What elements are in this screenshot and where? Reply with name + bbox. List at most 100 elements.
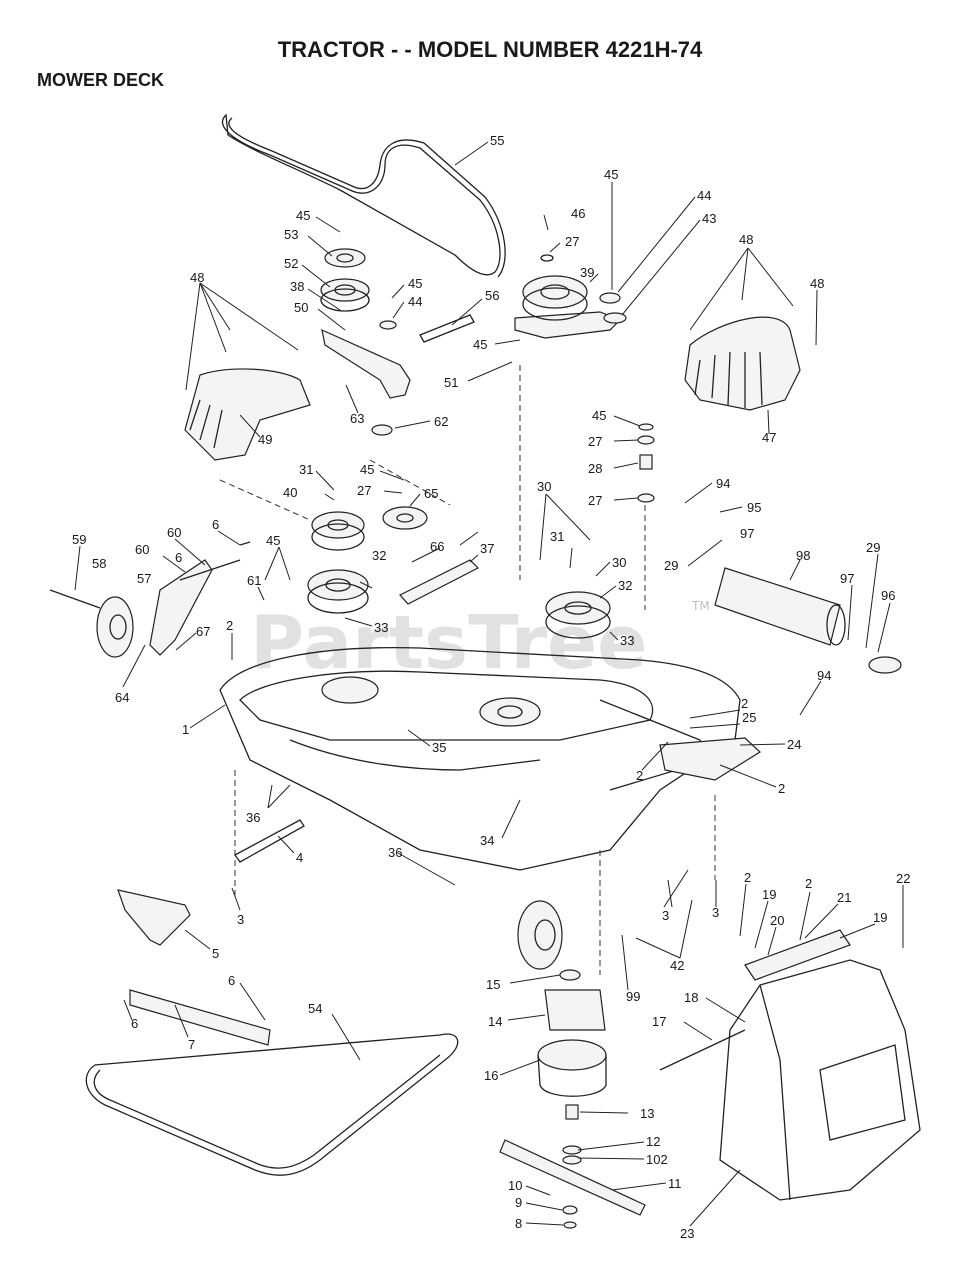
callout-6: 6 <box>212 517 219 532</box>
callout-39: 39 <box>580 265 594 280</box>
callout-31: 31 <box>299 462 313 477</box>
callout-63: 63 <box>350 411 364 426</box>
callout-45: 45 <box>592 408 606 423</box>
callout-95: 95 <box>747 500 761 515</box>
callout-38: 38 <box>290 279 304 294</box>
callout-6: 6 <box>228 973 235 988</box>
callout-48: 48 <box>739 232 753 247</box>
callout-18: 18 <box>684 990 698 1005</box>
callout-36: 36 <box>246 810 260 825</box>
callout-54: 54 <box>308 1001 322 1016</box>
callout-45: 45 <box>296 208 310 223</box>
callout-31: 31 <box>550 529 564 544</box>
pulley-32-left <box>307 569 369 601</box>
pulley-16 <box>537 1039 607 1071</box>
watermark-tm: TM <box>691 599 710 613</box>
callout-24: 24 <box>787 737 801 752</box>
callout-60: 60 <box>167 525 181 540</box>
idler-arm-37 <box>399 559 480 605</box>
callout-17: 17 <box>652 1014 666 1029</box>
pulley-65 <box>382 506 428 530</box>
parts-art <box>49 113 921 1229</box>
callout-94: 94 <box>817 668 831 683</box>
callout-2: 2 <box>744 870 751 885</box>
callout-5: 5 <box>212 946 219 961</box>
callout-19: 19 <box>762 887 776 902</box>
callout-34: 34 <box>480 833 494 848</box>
callout-40: 40 <box>283 485 297 500</box>
section-title: MOWER DECK <box>37 70 164 90</box>
callout-27: 27 <box>588 434 602 449</box>
callout-44: 44 <box>408 294 422 309</box>
callout-61: 61 <box>247 573 261 588</box>
pulley-52 <box>320 278 370 302</box>
belt-54 <box>85 1033 459 1176</box>
callout-43: 43 <box>702 211 716 226</box>
callout-99: 99 <box>626 989 640 1004</box>
belt-55 <box>221 113 501 276</box>
idler-bracket-50 <box>321 328 411 399</box>
callout-2: 2 <box>778 781 785 796</box>
callout-49: 49 <box>258 432 272 447</box>
callout-30: 30 <box>537 479 551 494</box>
callout-42: 42 <box>670 958 684 973</box>
callout-2: 2 <box>805 876 812 891</box>
callout-25: 25 <box>742 710 756 725</box>
callout-29: 29 <box>664 558 678 573</box>
callout-10: 10 <box>508 1178 522 1193</box>
callout-29: 29 <box>866 540 880 555</box>
callout-102: 102 <box>646 1152 668 1167</box>
callout-2: 2 <box>226 618 233 633</box>
callout-65: 65 <box>424 486 438 501</box>
callout-45: 45 <box>360 462 374 477</box>
callout-27: 27 <box>357 483 371 498</box>
callout-51: 51 <box>444 375 458 390</box>
callout-2: 2 <box>636 768 643 783</box>
callout-60: 60 <box>135 542 149 557</box>
pulley-32-right <box>545 591 611 625</box>
blade-11 <box>499 1139 646 1216</box>
callout-20: 20 <box>770 913 784 928</box>
right-shield-47 <box>684 316 801 411</box>
callout-58: 58 <box>92 556 106 571</box>
callout-97: 97 <box>740 526 754 541</box>
callout-66: 66 <box>430 539 444 554</box>
callout-8: 8 <box>515 1216 522 1231</box>
callout-45: 45 <box>408 276 422 291</box>
pulley-53 <box>324 248 366 268</box>
callout-1: 1 <box>182 722 189 737</box>
bar-7 <box>129 989 271 1046</box>
left-shield-49 <box>184 368 311 461</box>
callout-50: 50 <box>294 300 308 315</box>
callout-53: 53 <box>284 227 298 242</box>
callout-94: 94 <box>716 476 730 491</box>
callout-55: 55 <box>490 133 504 148</box>
callout-32: 32 <box>372 548 386 563</box>
bracket-5 <box>117 889 191 946</box>
callout-23: 23 <box>680 1226 694 1241</box>
callout-45: 45 <box>473 337 487 352</box>
callout-3: 3 <box>712 905 719 920</box>
callout-7: 7 <box>188 1037 195 1052</box>
bolt-56 <box>419 314 475 343</box>
callout-36: 36 <box>388 845 402 860</box>
callout-47: 47 <box>762 430 776 445</box>
callout-28: 28 <box>588 461 602 476</box>
callout-45: 45 <box>604 167 618 182</box>
gauge-wheel-58 <box>96 596 134 658</box>
spindle-14 <box>544 989 606 1031</box>
callout-21: 21 <box>837 890 851 905</box>
callout-13: 13 <box>640 1106 654 1121</box>
callout-27: 27 <box>588 493 602 508</box>
callout-35: 35 <box>432 740 446 755</box>
callout-59: 59 <box>72 532 86 547</box>
callout-57: 57 <box>137 571 151 586</box>
callout-3: 3 <box>237 912 244 927</box>
callout-30: 30 <box>612 555 626 570</box>
callout-98: 98 <box>796 548 810 563</box>
callout-9: 9 <box>515 1195 522 1210</box>
leader-lines <box>74 141 904 1227</box>
callout-67: 67 <box>196 624 210 639</box>
page-title: TRACTOR - - MODEL NUMBER 4221H-74 <box>278 37 703 62</box>
callout-96: 96 <box>881 588 895 603</box>
